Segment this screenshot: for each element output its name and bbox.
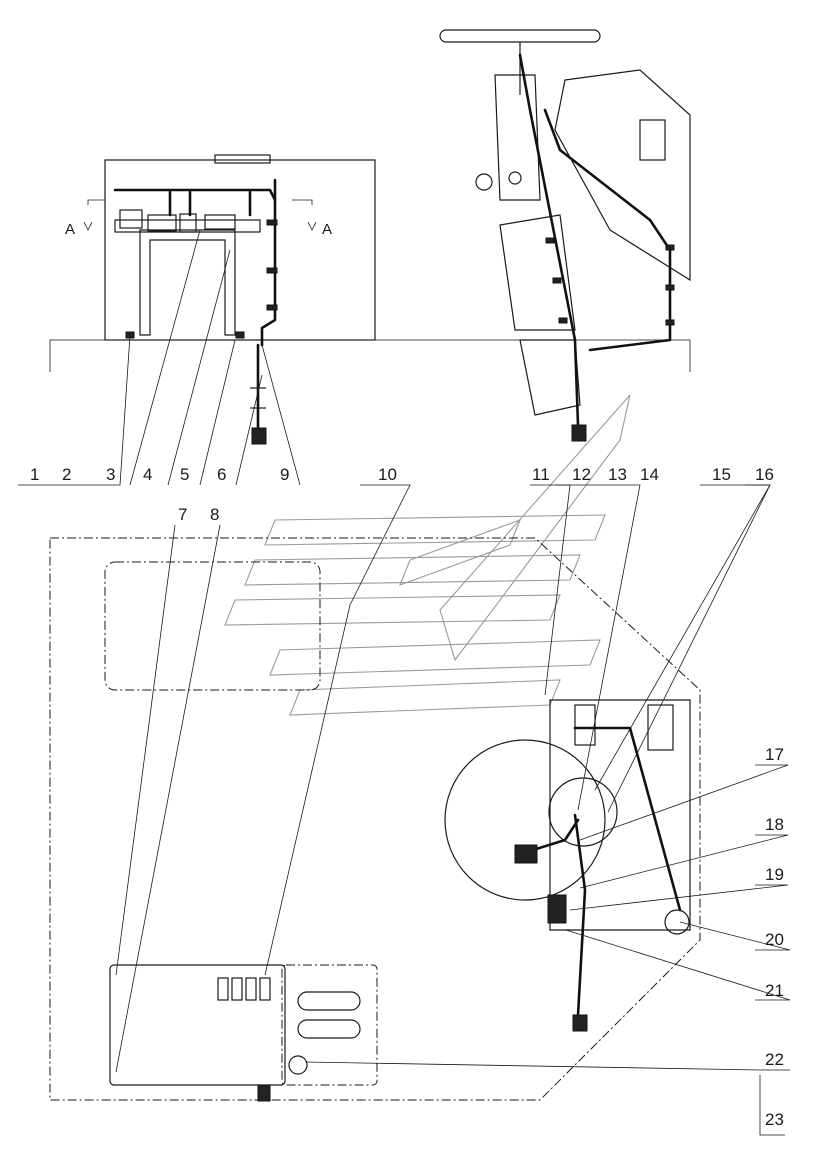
callout-18: 18 bbox=[765, 815, 784, 834]
section-mark-right: A bbox=[322, 221, 332, 238]
ground-line bbox=[49, 339, 691, 372]
watermark-logo bbox=[224, 394, 631, 716]
callout-9: 9 bbox=[280, 465, 289, 484]
callout-8: 8 bbox=[210, 505, 219, 524]
callout-7: 7 bbox=[178, 505, 187, 524]
front-view bbox=[83, 154, 376, 445]
callouts: 1 2 3 4 5 6 9 10 11 12 13 14 15 16 7 8 1… bbox=[30, 465, 784, 1129]
callout-12: 12 bbox=[572, 465, 591, 484]
leader-lines bbox=[18, 229, 791, 1136]
callout-16: 16 bbox=[755, 465, 774, 484]
callout-14: 14 bbox=[640, 465, 659, 484]
callout-11: 11 bbox=[532, 465, 550, 484]
callout-4: 4 bbox=[143, 465, 152, 484]
section-mark-left: A bbox=[65, 221, 75, 238]
callout-21: 21 bbox=[765, 981, 784, 1000]
plan-view bbox=[49, 537, 701, 1102]
callout-15: 15 bbox=[712, 465, 731, 484]
callout-3: 3 bbox=[106, 465, 115, 484]
callout-22: 22 bbox=[765, 1050, 784, 1069]
callout-19: 19 bbox=[765, 865, 784, 884]
callout-17: 17 bbox=[765, 745, 784, 764]
callout-23: 23 bbox=[765, 1110, 784, 1129]
callout-20: 20 bbox=[765, 930, 784, 949]
callout-5: 5 bbox=[180, 465, 189, 484]
callout-1: 1 bbox=[30, 465, 39, 484]
callout-10: 10 bbox=[378, 465, 397, 484]
side-view bbox=[439, 29, 691, 442]
callout-2: 2 bbox=[62, 465, 71, 484]
callout-6: 6 bbox=[217, 465, 226, 484]
callout-13: 13 bbox=[608, 465, 627, 484]
